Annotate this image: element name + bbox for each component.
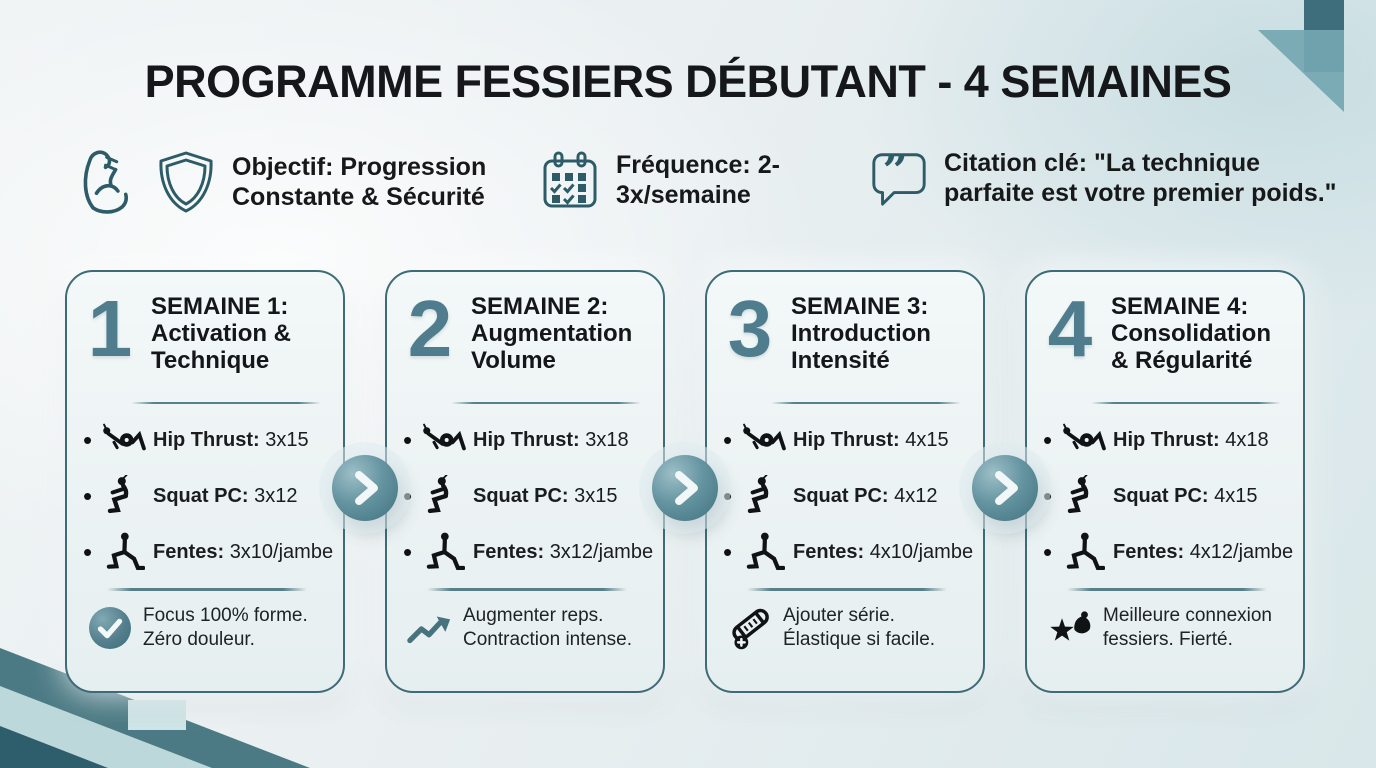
exercise-value: 3x12/jambe <box>549 540 654 563</box>
exercise-name: Fentes: <box>1113 540 1185 563</box>
squat-icon <box>421 475 467 517</box>
exercise-row: • Fentes: 3x12/jambe <box>403 531 653 573</box>
exercise-row: • Hip Thrust: 3x18 <box>403 420 649 460</box>
frequency-text: Fréquence: 2-3x/semaine <box>616 150 780 210</box>
week-number: 3 <box>727 284 773 373</box>
note-text: Meilleure connexion fessiers. Fierté. <box>1103 604 1272 651</box>
exercise-value: 3x12 <box>254 484 298 507</box>
exercise-row: • Squat PC: 4x15 <box>1043 475 1289 517</box>
exercise-name: Hip Thrust: <box>153 428 260 451</box>
divider <box>131 402 321 405</box>
divider <box>451 402 641 405</box>
page-title: PROGRAMME FESSIERS DÉBUTANT - 4 SEMAINES <box>144 56 1232 107</box>
exercise-value: 4x12/jambe <box>1189 540 1294 563</box>
hip-thrust-icon <box>421 421 467 459</box>
exercise-row: • Hip Thrust: 3x15 <box>83 420 329 460</box>
note-text: Focus 100% forme. Zéro douleur. <box>143 604 308 651</box>
week-note: Meilleure connexion fessiers. Fierté. <box>1047 604 1289 653</box>
exercise-name: Squat PC: <box>793 484 889 507</box>
squat-icon <box>101 475 147 517</box>
chevron-right-icon <box>652 455 718 521</box>
exercise-row: • Squat PC: 3x12 <box>83 475 329 517</box>
divider <box>747 588 947 591</box>
exercise-row: • Fentes: 3x10/jambe <box>83 531 333 573</box>
week-note: Ajouter série. Élastique si facile. <box>727 604 969 653</box>
bottom-left-triangle-light <box>0 686 212 768</box>
exercise-name: Squat PC: <box>1113 484 1209 507</box>
exercise-value: 3x15 <box>265 428 309 451</box>
resistance-band-plus-icon <box>727 605 773 651</box>
week-title: SEMAINE 1: Activation & Technique <box>151 293 292 375</box>
squat-icon <box>741 475 787 517</box>
exercise-name: Squat PC: <box>473 484 569 507</box>
bottom-left-triangle-darker <box>0 726 108 768</box>
exercise-value: 4x15 <box>905 428 949 451</box>
week-title: SEMAINE 3: Introduction Intensité <box>791 293 931 375</box>
week-title: SEMAINE 2: Augmentation Volume <box>471 293 633 375</box>
meta-quote: ” Citation clé: "La technique parfaite e… <box>868 146 1348 210</box>
week-number: 1 <box>87 284 133 373</box>
divider <box>1067 588 1267 591</box>
svg-text:”: ” <box>883 146 909 198</box>
lunge-icon <box>101 531 147 573</box>
note-text: Ajouter série. Élastique si facile. <box>783 604 936 651</box>
exercise-value: 3x15 <box>574 484 618 507</box>
exercise-name: Hip Thrust: <box>473 428 580 451</box>
check-circle-icon <box>87 607 133 650</box>
lunge-icon <box>1061 531 1107 573</box>
exercise-row: • Fentes: 4x12/jambe <box>1043 531 1293 573</box>
week-number: 2 <box>407 284 453 373</box>
exercise-row: • Fentes: 4x10/jambe <box>723 531 973 573</box>
exercise-value: 3x10/jambe <box>229 540 334 563</box>
exercise-name: Hip Thrust: <box>793 428 900 451</box>
exercise-value: 4x15 <box>1214 484 1258 507</box>
divider <box>107 588 307 591</box>
week-card-4: 4 SEMAINE 4: Consolidation & Régularité … <box>1025 270 1305 693</box>
exercise-name: Fentes: <box>473 540 545 563</box>
exercise-row: • Squat PC: 4x12 <box>723 475 969 517</box>
exercise-row: • Squat PC: 3x15 <box>403 475 649 517</box>
bicep-icon <box>74 146 146 218</box>
note-text: Augmenter reps. Contraction intense. <box>463 604 632 651</box>
lunge-icon <box>421 531 467 573</box>
calendar-icon <box>538 146 602 214</box>
week-card-1: 1 SEMAINE 1: Activation & Technique • Hi… <box>65 270 345 693</box>
exercise-value: 3x18 <box>585 428 629 451</box>
star-bicep-icon <box>1047 607 1093 649</box>
quote-icon: ” <box>868 146 930 210</box>
divider <box>1091 402 1281 405</box>
lunge-icon <box>741 531 787 573</box>
shield-icon <box>154 147 218 217</box>
week-note: Focus 100% forme. Zéro douleur. <box>87 604 329 653</box>
exercise-row: • Hip Thrust: 4x18 <box>1043 420 1289 460</box>
week-number: 4 <box>1047 284 1093 373</box>
trend-up-icon <box>407 609 453 647</box>
exercise-name: Fentes: <box>153 540 225 563</box>
week-card-2: 2 SEMAINE 2: Augmentation Volume • Hip T… <box>385 270 665 693</box>
exercise-value: 4x10/jambe <box>869 540 974 563</box>
meta-objective: Objectif: Progression Constante & Sécuri… <box>74 146 512 218</box>
week-note: Augmenter reps. Contraction intense. <box>407 604 649 653</box>
exercise-row: • Hip Thrust: 4x15 <box>723 420 969 460</box>
week-card-3: 3 SEMAINE 3: Introduction Intensité • Hi… <box>705 270 985 693</box>
exercise-name: Fentes: <box>793 540 865 563</box>
objective-text: Objectif: Progression Constante & Sécuri… <box>232 152 487 212</box>
week-title: SEMAINE 4: Consolidation & Régularité <box>1111 293 1271 375</box>
squat-icon <box>1061 475 1107 517</box>
quote-text: Citation clé: "La technique parfaite est… <box>944 148 1337 208</box>
exercise-name: Hip Thrust: <box>1113 428 1220 451</box>
exercise-value: 4x18 <box>1225 428 1269 451</box>
hip-thrust-icon <box>1061 421 1107 459</box>
meta-frequency: Fréquence: 2-3x/semaine <box>538 146 806 214</box>
divider <box>771 402 961 405</box>
exercise-value: 4x12 <box>894 484 938 507</box>
divider <box>427 588 627 591</box>
chevron-right-icon <box>972 455 1038 521</box>
hip-thrust-icon <box>101 421 147 459</box>
bottom-left-square-decor <box>128 700 186 730</box>
hip-thrust-icon <box>741 421 787 459</box>
chevron-right-icon <box>332 455 398 521</box>
exercise-name: Squat PC: <box>153 484 249 507</box>
